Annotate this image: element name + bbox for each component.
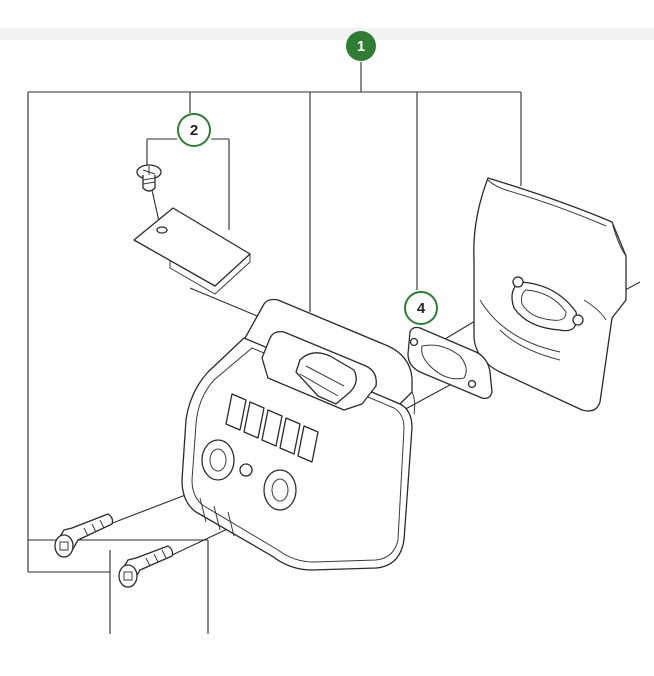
muffler-cover-plate-icon [473,177,627,412]
muffler-body-icon [181,298,416,571]
callout-4-label: 4 [417,300,426,317]
heat-shield-plate-icon [133,207,251,295]
bolt-icon [118,545,174,588]
gasket-icon [407,326,493,400]
leader-lines [27,62,641,634]
callout-2: 2 [177,113,211,147]
top-band [0,28,654,40]
callout-2-label: 2 [190,122,198,139]
screw-icon [136,164,162,192]
callout-1: 1 [346,31,376,61]
bolt-icon [54,513,114,558]
callout-4: 4 [404,291,438,325]
callout-1-label: 1 [357,38,365,55]
